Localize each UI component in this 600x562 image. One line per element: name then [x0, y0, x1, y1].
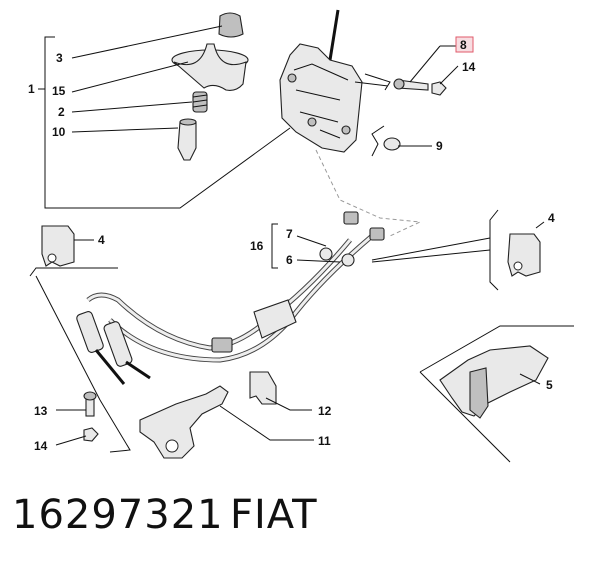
callout-7: 7 [286, 227, 293, 241]
clip-4-left [29, 225, 131, 453]
brand-text: FIAT [230, 492, 318, 538]
nut-14-lower-part [55, 427, 99, 446]
spring-part [71, 91, 208, 113]
assembly-16-bracket [271, 223, 341, 269]
selector-housing-part [279, 9, 363, 153]
callout-8-highlight[interactable] [455, 36, 474, 53]
callout-4-right: 4 [548, 211, 555, 225]
callout-14-upper: 14 [462, 60, 476, 74]
callout-4-left: 4 [98, 233, 105, 247]
assembly-1-bracket [38, 36, 291, 209]
callout-10: 10 [52, 125, 66, 139]
bolt-13-part [56, 391, 97, 417]
callout-14-lower: 14 [34, 439, 48, 453]
callout-1: 1 [28, 82, 35, 96]
nut-9-group [371, 125, 432, 157]
callout-16: 16 [250, 239, 264, 253]
callout-11: 11 [318, 434, 331, 448]
cable-assembly-part [76, 211, 385, 385]
gaiter-boot-part [71, 43, 249, 93]
callout-6: 6 [286, 253, 293, 267]
callout-5: 5 [546, 378, 553, 392]
callout-2: 2 [58, 105, 65, 119]
bracket-12-part [249, 371, 312, 411]
callout-9: 9 [436, 139, 443, 153]
callout-3: 3 [56, 51, 63, 65]
part-number-text: 16297321 [12, 492, 224, 538]
callout-13: 13 [34, 404, 48, 418]
clip-4-right [371, 209, 545, 291]
gear-knob-part [71, 12, 244, 59]
callout-8[interactable]: 8 [460, 38, 467, 52]
callout-12: 12 [318, 404, 332, 418]
bolt-8-14-group [354, 45, 459, 96]
lever-11-part [139, 385, 314, 459]
housing-5-part [419, 325, 574, 463]
plunger-part [71, 118, 197, 161]
callout-15: 15 [52, 84, 66, 98]
